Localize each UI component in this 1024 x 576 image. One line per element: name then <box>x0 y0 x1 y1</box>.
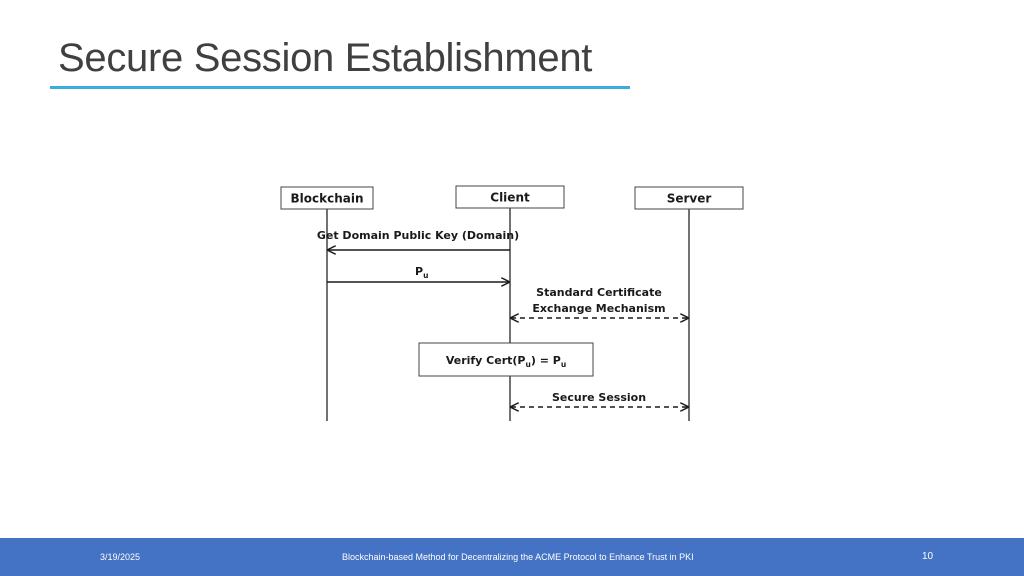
slide-title: Secure Session Establishment <box>58 36 593 80</box>
participant-blockchain-label: Blockchain <box>290 192 363 206</box>
verify-cert-label: Verify Cert(Pu) = Pu <box>446 354 566 369</box>
participant-blockchain: Blockchain <box>280 186 374 210</box>
participant-server: Server <box>634 186 744 210</box>
message-std-cert-label-line2: Exchange Mechanism <box>532 302 665 315</box>
title-underline <box>50 86 630 89</box>
participant-client-label: Client <box>490 191 530 205</box>
footer-date: 3/19/2025 <box>100 552 141 562</box>
message-secure-session-label: Secure Session <box>552 391 646 404</box>
participant-server-label: Server <box>667 192 712 206</box>
message-pu-label: Pu <box>415 265 428 280</box>
footer-bar: 3/19/2025 Blockchain-based Method for De… <box>0 538 1024 576</box>
footer-page-number: 10 <box>922 551 934 562</box>
message-std-cert-label-line1: Standard Certificate <box>536 286 662 299</box>
participant-client: Client <box>455 185 565 209</box>
verify-cert-note: Verify Cert(Pu) = Pu <box>418 342 594 377</box>
message-get-key-label: Get Domain Public Key (Domain) <box>317 229 519 242</box>
footer-caption: Blockchain-based Method for Decentralizi… <box>342 552 694 562</box>
